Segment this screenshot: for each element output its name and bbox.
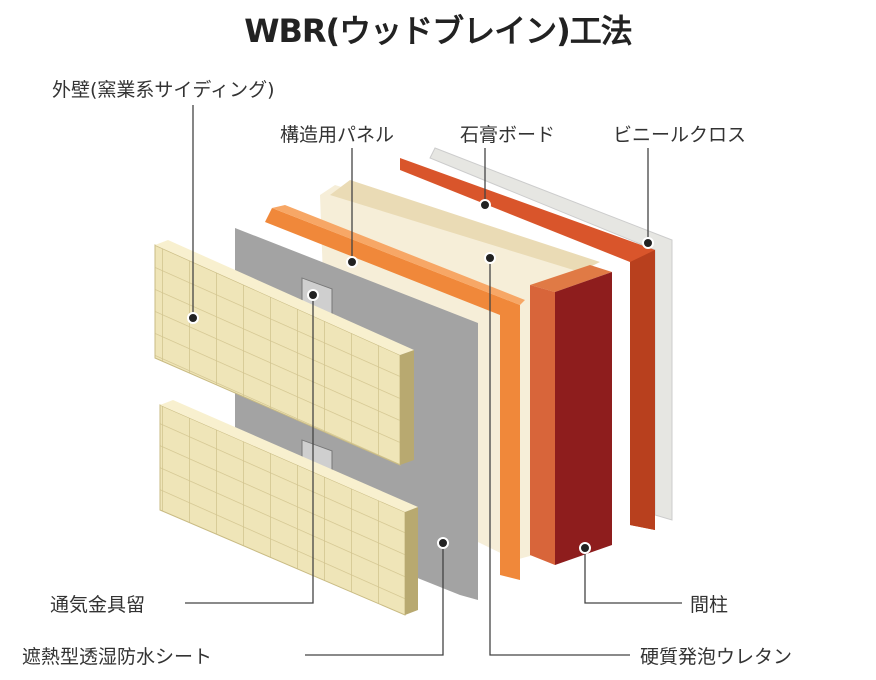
- label-gypsum-board: 石膏ボード: [460, 124, 556, 146]
- diagram-title: WBR(ウッドブレイン)工法: [244, 12, 633, 50]
- pointer-dot: [579, 542, 591, 554]
- label-stud: 間柱: [690, 594, 729, 616]
- stud-post: [530, 265, 612, 292]
- pointer-dot: [437, 537, 449, 549]
- label-vinyl-cloth: ビニールクロス: [613, 124, 747, 146]
- label-exterior-wall: 外壁(窯業系サイディング): [52, 79, 275, 101]
- pointer-dot: [642, 237, 654, 249]
- pointer-dot: [307, 289, 319, 301]
- label-vent-bracket: 通気金具留: [50, 594, 146, 616]
- pointer-dot: [484, 252, 496, 264]
- pointer-dot: [479, 199, 491, 211]
- label-structural-panel: 構造用パネル: [280, 124, 395, 146]
- pointer-dot: [187, 312, 199, 324]
- pointer-dot: [346, 256, 358, 268]
- label-urethane: 硬質発泡ウレタン: [640, 646, 793, 668]
- leader-lines: [185, 105, 682, 656]
- label-waterproof-sheet: 遮熱型透湿防水シート: [22, 646, 213, 668]
